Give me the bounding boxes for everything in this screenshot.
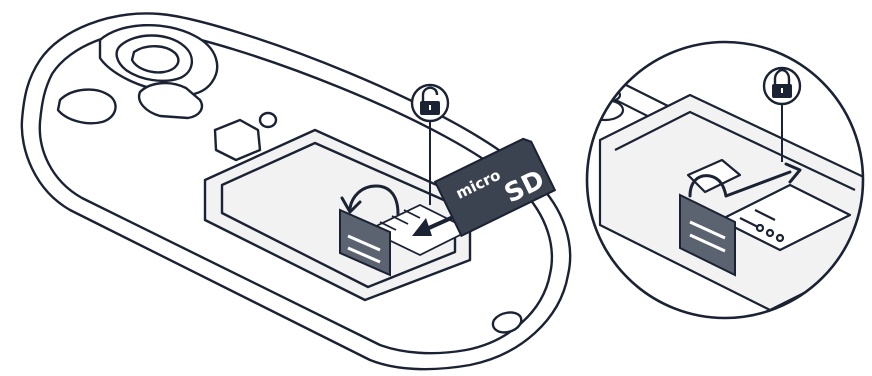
zoom-detail: [580, 40, 872, 320]
lock-icon: [764, 68, 800, 104]
unlock-icon: [412, 85, 448, 121]
usb-port: [493, 313, 521, 333]
sensor-dot: [260, 113, 276, 127]
